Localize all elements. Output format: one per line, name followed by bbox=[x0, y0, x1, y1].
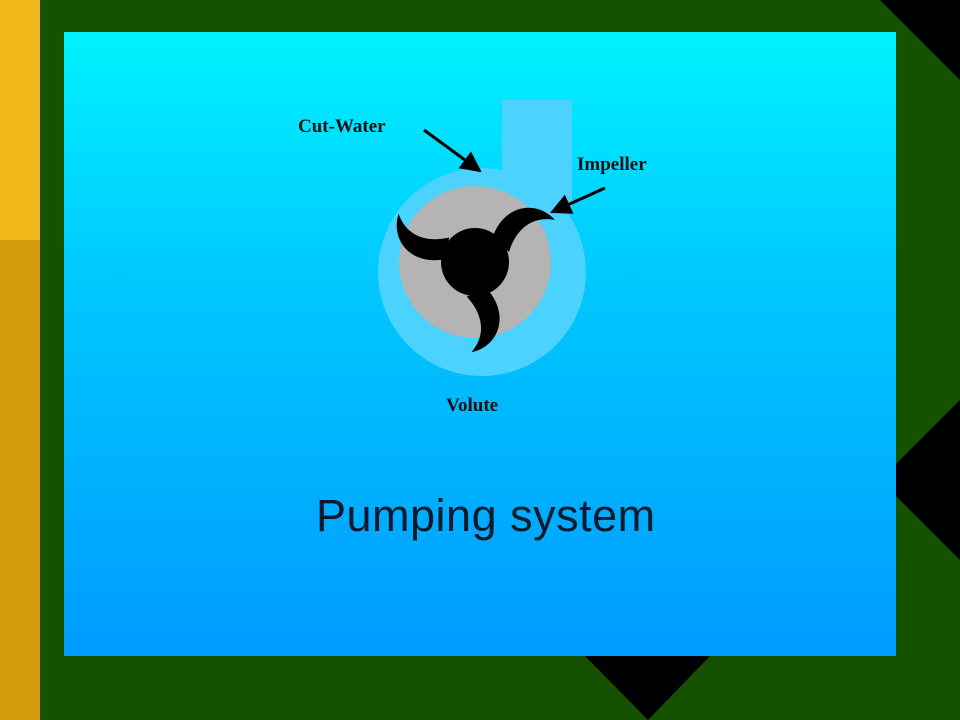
impeller-blade bbox=[493, 207, 555, 252]
label-impeller: Impeller bbox=[577, 154, 647, 175]
impeller-hub bbox=[441, 228, 509, 296]
impeller-blade bbox=[466, 290, 500, 353]
left-bar-gold bbox=[0, 0, 40, 240]
left-bar-dark-gold bbox=[0, 240, 40, 720]
impeller bbox=[396, 186, 555, 353]
label-cut-water: Cut-Water bbox=[298, 116, 386, 137]
arrow-cut-water bbox=[423, 128, 482, 173]
label-volute: Volute bbox=[446, 395, 498, 416]
impeller-blade bbox=[396, 213, 450, 261]
arrow-impeller bbox=[550, 186, 606, 214]
diagram-labels: Cut-Water Impeller Volute bbox=[298, 116, 647, 416]
background-dark-triangle bbox=[585, 656, 710, 720]
slide-caption: Pumping system bbox=[316, 490, 656, 541]
